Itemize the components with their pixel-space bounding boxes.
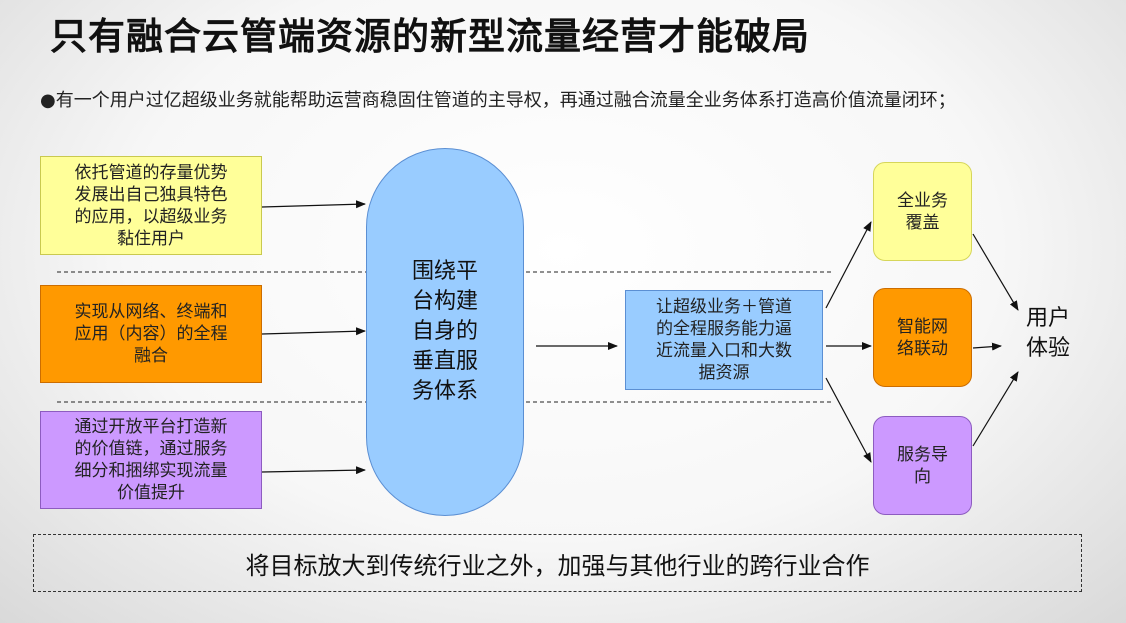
pill-line: 围绕平: [411, 259, 478, 284]
box-line: 向: [914, 466, 931, 487]
network-linkage-box: 智能网 络联动: [873, 288, 972, 387]
ux-line: 用户: [1026, 306, 1071, 331]
ux-line: 体验: [1026, 336, 1071, 361]
box-line: 通过开放平台打造新: [74, 417, 228, 437]
box-line: 让超级业务＋管道: [656, 297, 792, 317]
arrow-middle-to-service: [825, 377, 872, 463]
box-line: 的全程服务能力逼: [656, 319, 792, 339]
box-line: 覆盖: [905, 212, 940, 233]
box-line: 全业务: [897, 190, 948, 211]
pill-line: 垂直服: [411, 349, 478, 374]
arrow-coverage-to-ux: [972, 233, 1019, 311]
box-line: 融合: [134, 346, 168, 366]
box-line: 近流量入口和大数: [656, 341, 792, 361]
box-line: 的价值链，通过服务: [74, 439, 228, 459]
box-line: 据资源: [698, 363, 750, 383]
arrow-yellow-to-center: [261, 200, 366, 209]
pill-line: 务体系: [411, 379, 478, 404]
orange-box-convergence: 实现从网络、终端和 应用（内容）的全程 融合: [40, 285, 262, 383]
box-line: 依托管道的存量优势: [74, 162, 228, 183]
arrow-middle-to-coverage: [825, 221, 872, 309]
arrow-orange-to-center: [261, 327, 366, 336]
user-experience-label: 用户 体验: [1026, 304, 1070, 364]
cross-industry-banner: 将目标放大到传统行业之外，加强与其他行业的跨行业合作: [33, 534, 1082, 592]
arrow-purple-to-center: [261, 466, 366, 475]
purple-box-open-platform: 通过开放平台打造新 的价值链，通过服务 细分和捆绑实现流量 价值提升: [40, 411, 262, 509]
yellow-box-super-app: 依托管道的存量优势 发展出自己独具特色 的应用，以超级业务 黏住用户: [40, 156, 262, 255]
box-line: 细分和捆绑实现流量: [74, 461, 228, 481]
arrow-service-to-ux: [972, 371, 1019, 447]
pill-line: 自身的: [411, 319, 478, 344]
middle-capability-box: 让超级业务＋管道 的全程服务能力逼 近流量入口和大数 据资源: [625, 290, 823, 390]
box-line: 价值提升: [117, 483, 185, 503]
service-oriented-box: 服务导 向: [873, 416, 972, 515]
box-line: 黏住用户: [117, 228, 185, 249]
center-platform-pill: 围绕平 台构建 自身的 垂直服 务体系: [366, 148, 524, 516]
box-line: 发展出自己独具特色: [74, 184, 228, 205]
arrow-network-to-ux: [972, 342, 1002, 351]
box-line: 的应用，以超级业务: [74, 206, 228, 227]
box-line: 应用（内容）的全程: [74, 324, 228, 344]
box-line: 实现从网络、终端和: [74, 302, 228, 322]
box-line: 服务导: [897, 444, 948, 465]
pill-line: 台构建: [411, 289, 478, 314]
page-title: 只有融合云管端资源的新型流量经营才能破局: [50, 15, 810, 58]
box-line: 络联动: [897, 338, 948, 359]
box-line: 智能网: [897, 316, 948, 337]
summary-bullet: ●有一个用户过亿超级业务就能帮助运营商稳固住管道的主导权，再通过融合流量全业务体…: [40, 90, 956, 111]
coverage-box: 全业务 覆盖: [873, 162, 972, 261]
